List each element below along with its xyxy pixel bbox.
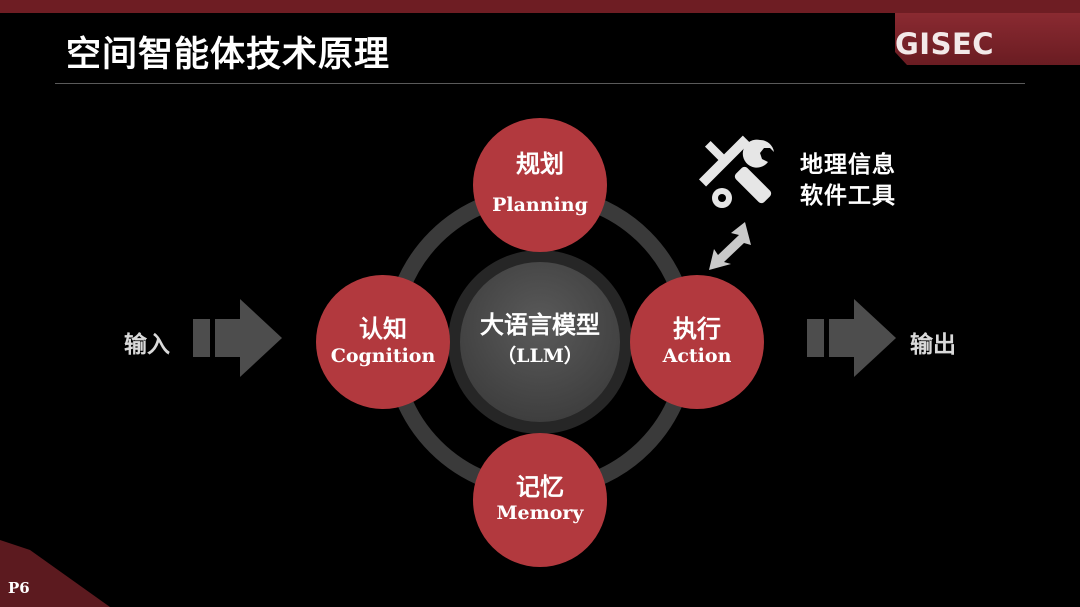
node-memory: 记忆 Memory [473,433,607,567]
output-arrow [807,299,896,377]
cognition-circle [316,275,450,409]
planning-label-en: Planning [492,194,588,216]
cognition-label-en: Cognition [331,345,436,367]
input-label: 输入 [124,332,170,358]
output-label: 输出 [910,332,956,358]
brand-badge: GISEC 2025 [895,13,1080,65]
memory-label-cn: 记忆 [516,473,564,501]
slide-title: 空间智能体技术原理 [66,35,391,75]
llm-label-cn: 大语言模型 [480,311,600,339]
top-bar [0,0,1080,13]
brand-text: GISEC 2025 [895,27,995,95]
planning-label-cn: 规划 [516,150,564,178]
node-planning: 规划 Planning [473,118,607,252]
page-number: P6 [8,579,30,597]
tool-label-line1: 地理信息 [800,152,896,178]
title-divider [55,83,1025,84]
action-label-cn: 执行 [673,315,721,343]
llm-core [460,262,620,422]
node-action: 执行 Action [630,275,764,409]
tool-label-line2: 软件工具 [800,183,896,209]
action-label-en: Action [662,345,732,367]
input-arrow [193,299,282,377]
memory-label-en: Memory [497,502,585,524]
bidirectional-arrow-icon [709,222,751,270]
memory-circle [473,433,607,567]
cognition-label-cn: 认知 [359,315,407,343]
planning-circle [473,118,607,252]
action-circle [630,275,764,409]
node-cognition: 认知 Cognition [316,275,450,409]
llm-label-en: （LLM） [497,344,583,367]
wrench-screwdriver-icon [698,135,774,208]
